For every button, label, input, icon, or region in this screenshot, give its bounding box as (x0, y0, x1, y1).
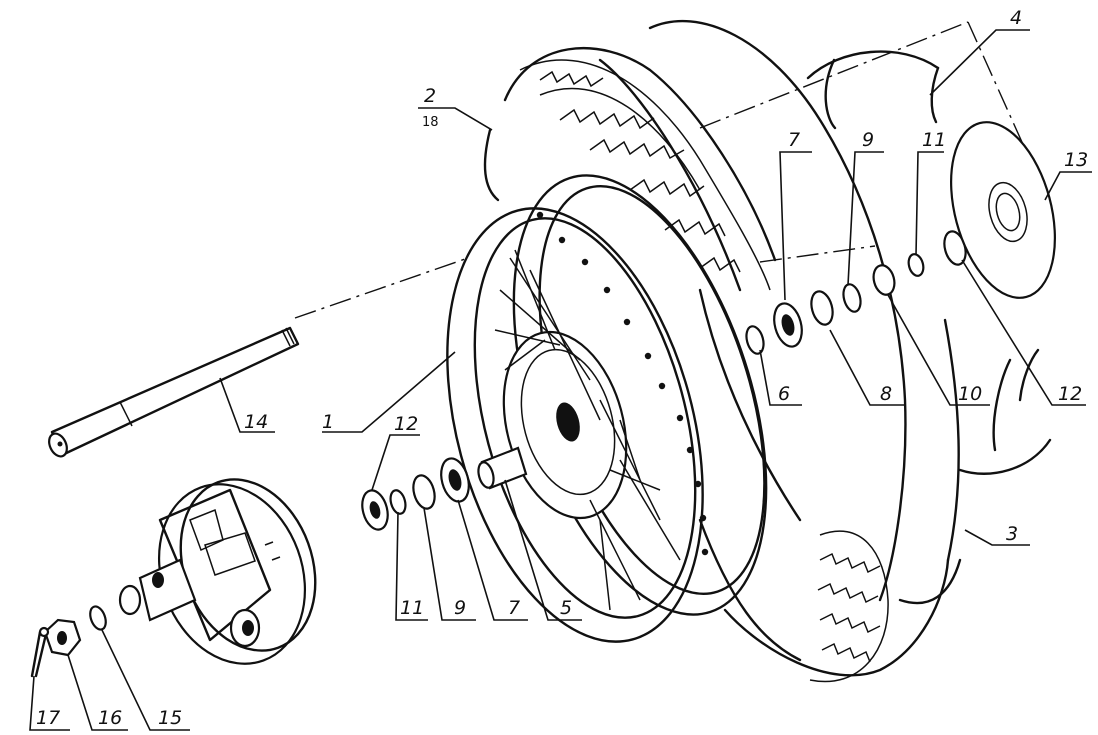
callout-9-right: 9 (862, 129, 874, 151)
callout-12-left: 12 (394, 413, 418, 435)
callout-6: 6 (778, 383, 790, 405)
axle (48, 326, 300, 458)
callout-2: 2 (424, 85, 436, 107)
callout-17: 17 (36, 707, 60, 729)
rim-band (598, 58, 802, 662)
tire (483, 19, 962, 683)
dust-cover (950, 121, 1056, 299)
callout-12-right: 12 (1058, 383, 1082, 405)
callout-9-left: 9 (454, 597, 466, 619)
callout-13: 13 (1064, 149, 1088, 171)
callout-10: 10 (958, 383, 982, 405)
spacer-sleeve (477, 446, 528, 490)
left-bearing-stack (361, 457, 470, 531)
callout-4: 4 (1010, 7, 1022, 29)
leader-lines (29, 29, 1092, 731)
cotter-pin-17 (30, 626, 50, 678)
callout-15: 15 (158, 707, 182, 729)
callout-7-left: 7 (508, 597, 520, 619)
callout-7-right: 7 (788, 129, 800, 151)
callout-3: 3 (1006, 523, 1018, 545)
callout-8: 8 (880, 383, 892, 405)
callout-labels: 1 2 18 3 4 5 6 7 7 8 9 9 10 11 11 12 12 … (36, 7, 1088, 729)
callout-14: 14 (244, 411, 268, 433)
callout-11-left: 11 (400, 597, 424, 619)
callout-5: 5 (560, 597, 572, 619)
brake-assembly (118, 478, 317, 665)
nut-16 (43, 618, 82, 657)
spoked-wheel (446, 174, 768, 643)
callout-1: 1 (322, 411, 334, 433)
callout-16: 16 (98, 707, 122, 729)
callout-11-right: 11 (922, 129, 946, 151)
inner-tube (806, 50, 1052, 475)
right-bearing-stack (745, 230, 967, 355)
washer-15 (89, 605, 107, 631)
callout-2-sub: 18 (422, 115, 439, 130)
